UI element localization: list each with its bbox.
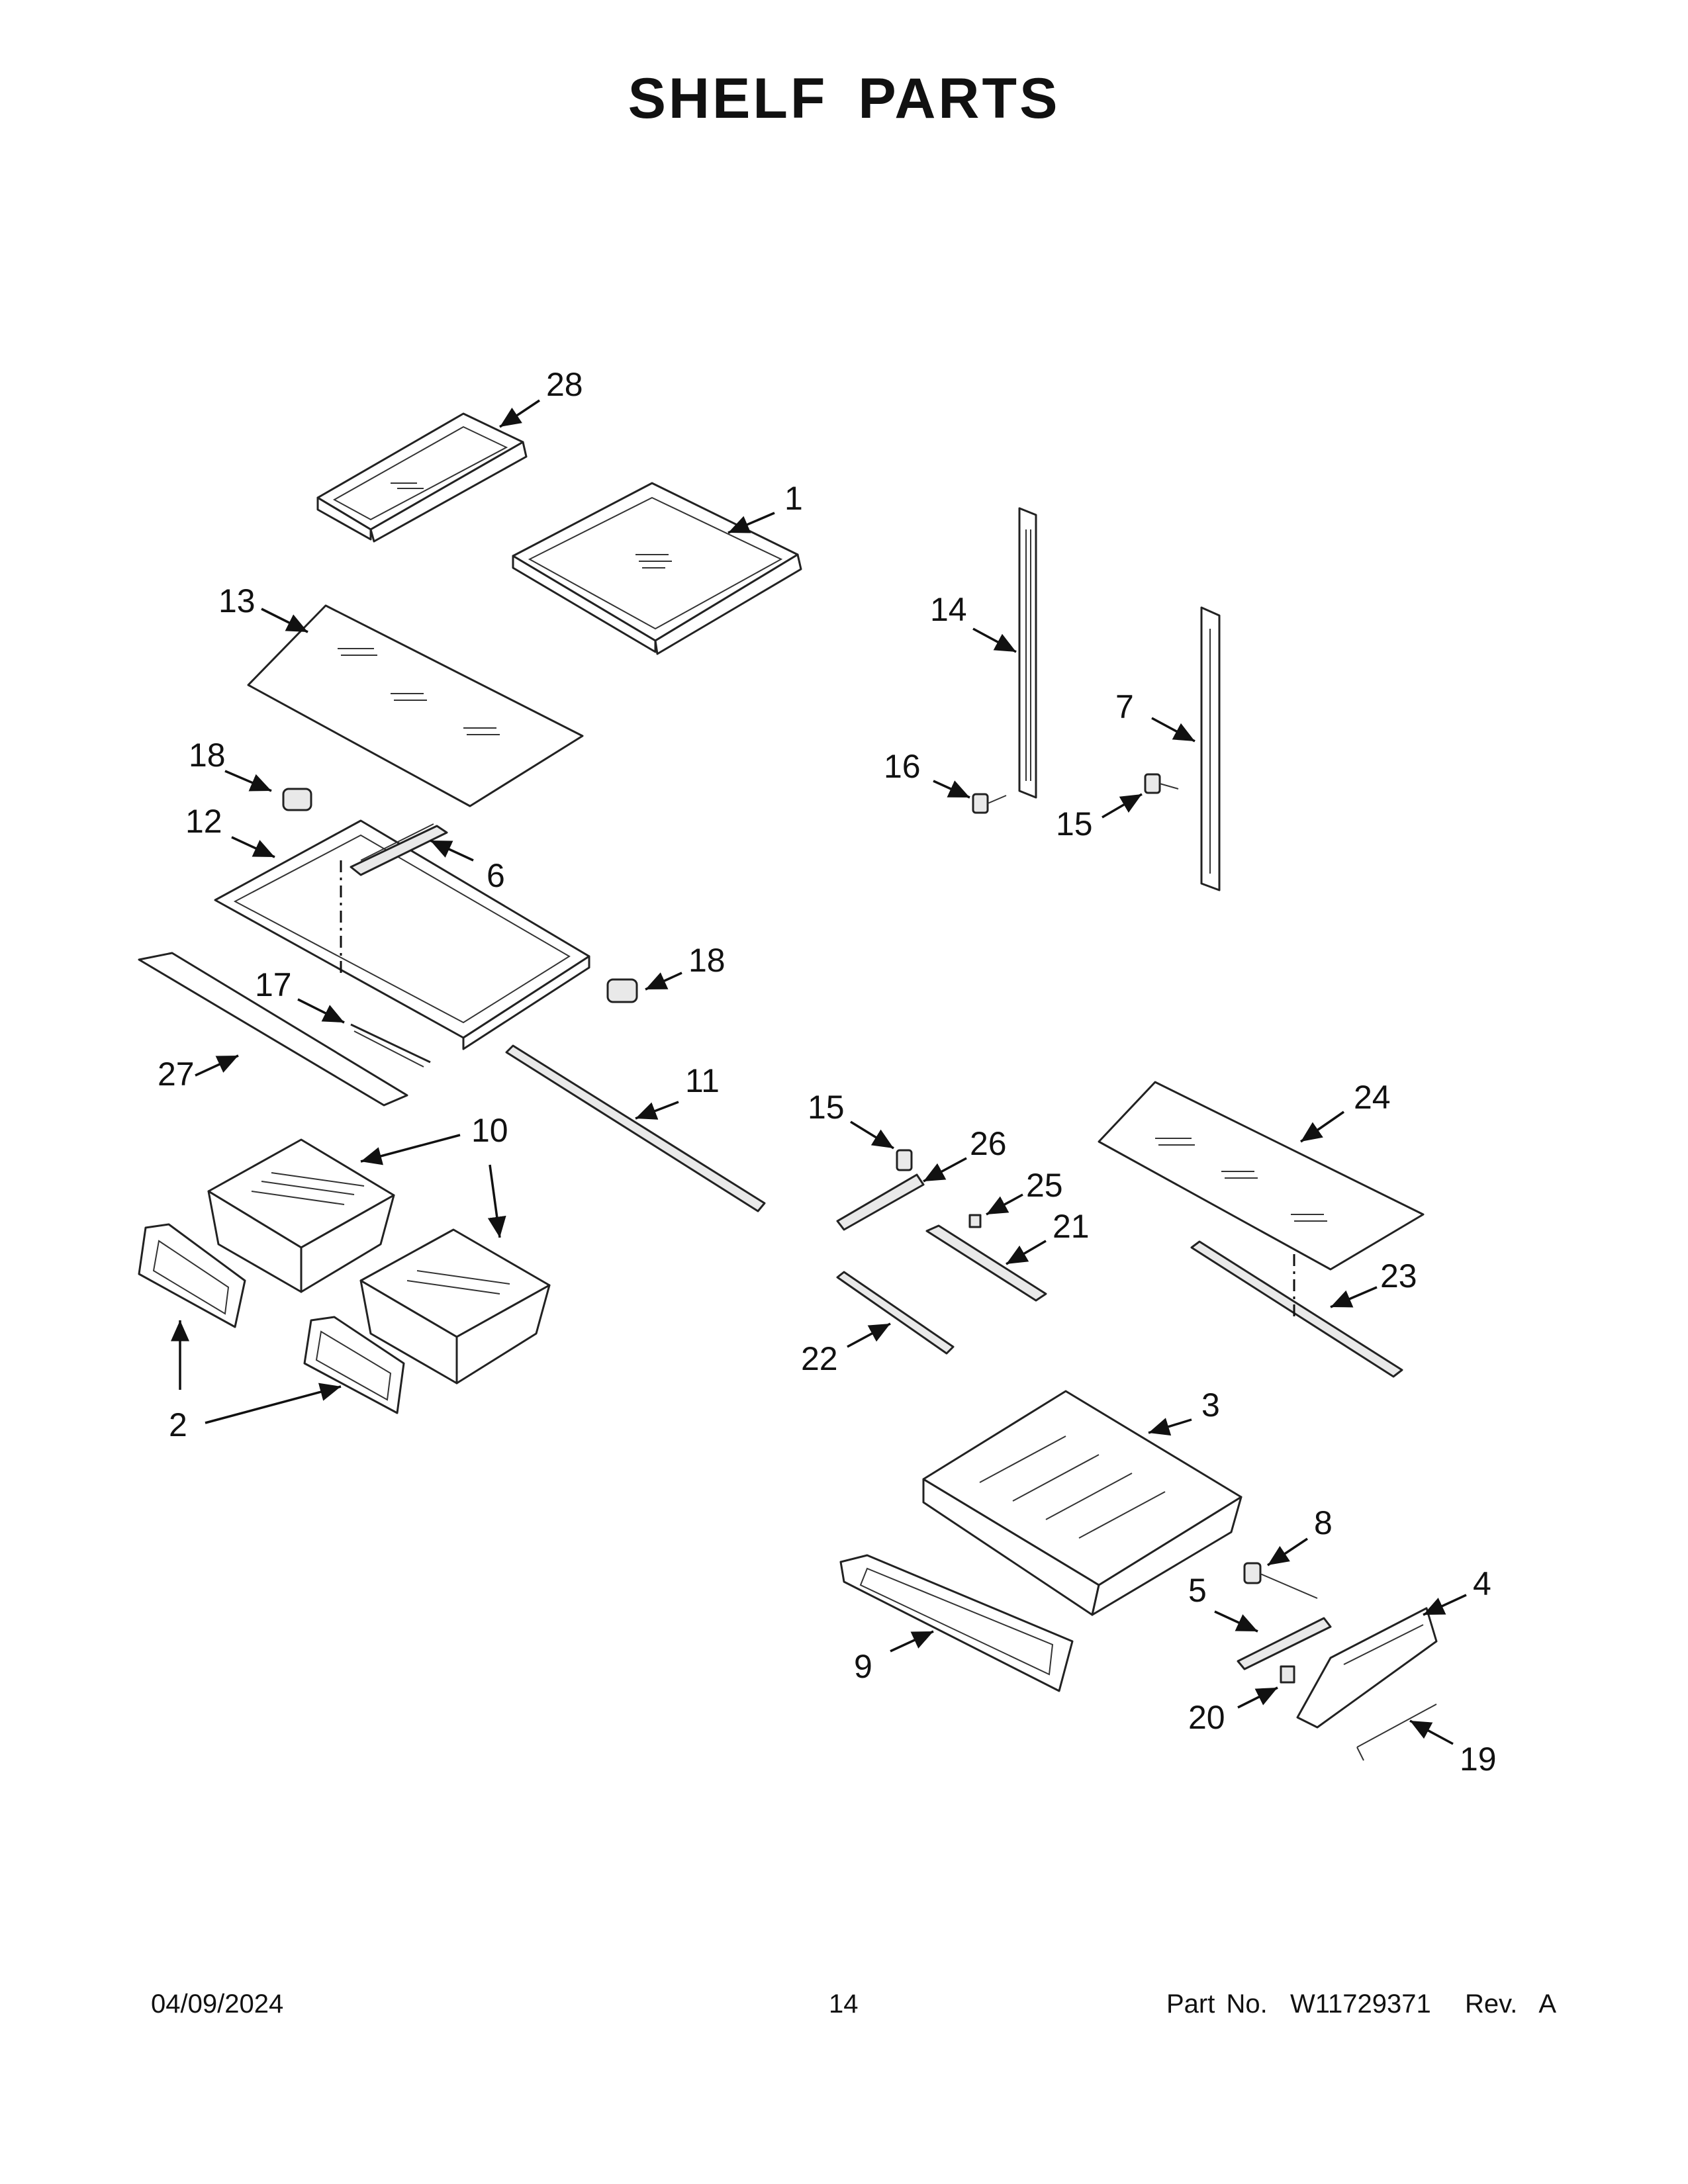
callout-17: 17: [255, 966, 292, 1003]
part-15-screw-upper: [1144, 773, 1179, 794]
part-8-screw: [1243, 1562, 1318, 1599]
part-15-screw-lower: [896, 1149, 913, 1171]
callout-6: 6: [487, 857, 505, 894]
callout-15-lower: 15: [808, 1089, 845, 1126]
callout-27: 27: [158, 1056, 195, 1093]
part-18-end-cap-lower: [606, 978, 638, 1003]
callout-labels: 28 1 13 14 7 18 16 15 12 6 18 17 27 11 1…: [158, 366, 1497, 1778]
callout-22: 22: [801, 1340, 838, 1377]
part-20-clip: [1280, 1665, 1295, 1684]
callout-8: 8: [1314, 1504, 1333, 1541]
callout-24: 24: [1354, 1079, 1391, 1116]
callout-21: 21: [1053, 1208, 1090, 1245]
callout-23: 23: [1380, 1257, 1417, 1295]
part-5-slide-rail: [1237, 1617, 1332, 1670]
part-28-shelf-frame-small: [316, 412, 528, 543]
callout-2: 2: [169, 1406, 187, 1443]
part-6-slide-bracket: [350, 823, 448, 876]
callout-1: 1: [784, 480, 803, 517]
callout-12: 12: [185, 803, 222, 840]
callout-28: 28: [546, 366, 583, 403]
callout-3: 3: [1201, 1387, 1220, 1424]
callout-9: 9: [854, 1648, 872, 1685]
page-title: SHELF PARTS: [628, 67, 1060, 130]
part-19-wire: [1356, 1704, 1437, 1761]
part-14-shelf-ladder-left: [1018, 507, 1037, 799]
callout-4: 4: [1473, 1565, 1491, 1602]
part-7-shelf-ladder-right: [1200, 606, 1221, 891]
callout-5: 5: [1188, 1572, 1207, 1609]
part-24-glass-panel: [1098, 1081, 1425, 1271]
callout-13: 13: [218, 582, 256, 619]
callout-15-upper: 15: [1056, 805, 1093, 842]
callout-7: 7: [1115, 688, 1134, 725]
callout-20: 20: [1188, 1699, 1225, 1736]
part-10-crisper-drawer-left: [207, 1138, 395, 1293]
part-1-shelf-assembly: [512, 482, 802, 655]
part-13-glass-panel: [247, 604, 584, 807]
part-27-trim-strip: [138, 952, 408, 1107]
part-17-rod: [350, 1023, 431, 1068]
callout-14: 14: [930, 591, 967, 628]
part-18-end-cap-upper: [282, 788, 312, 811]
part-4-bracket-assembly: [1296, 1607, 1438, 1729]
part-10-crisper-drawer-right: [359, 1228, 551, 1385]
leader-arrows: [171, 399, 1467, 1745]
callout-16: 16: [884, 748, 921, 785]
part-23-rod: [1190, 1240, 1403, 1378]
part-9-drawer-front: [839, 1554, 1074, 1692]
part-26-bracket: [836, 1173, 925, 1231]
part-2-drawer-front-right: [303, 1316, 405, 1414]
part-22-slide-rod: [836, 1271, 955, 1355]
footer-part-number: Part No. W11729371 Rev. A: [1166, 1989, 1557, 2019]
callout-18-lower: 18: [688, 942, 726, 979]
callout-10: 10: [471, 1112, 508, 1149]
callout-26: 26: [970, 1125, 1007, 1162]
part-3-pantry-drawer: [922, 1390, 1243, 1616]
footer-date: 04/09/2024: [151, 1989, 284, 2019]
part-21-slide-rail: [925, 1224, 1047, 1302]
footer-page-number: 14: [829, 1989, 859, 2019]
callout-25: 25: [1026, 1167, 1063, 1204]
part-11-rod: [505, 1044, 766, 1212]
part-25-clip: [968, 1214, 982, 1228]
callout-11: 11: [685, 1062, 720, 1099]
part-12-shelf-frame: [214, 819, 590, 1050]
part-2-drawer-front-left: [138, 1223, 246, 1328]
part-16-screw: [972, 793, 1007, 814]
callout-19: 19: [1460, 1741, 1497, 1778]
callout-18-upper: 18: [189, 737, 226, 774]
